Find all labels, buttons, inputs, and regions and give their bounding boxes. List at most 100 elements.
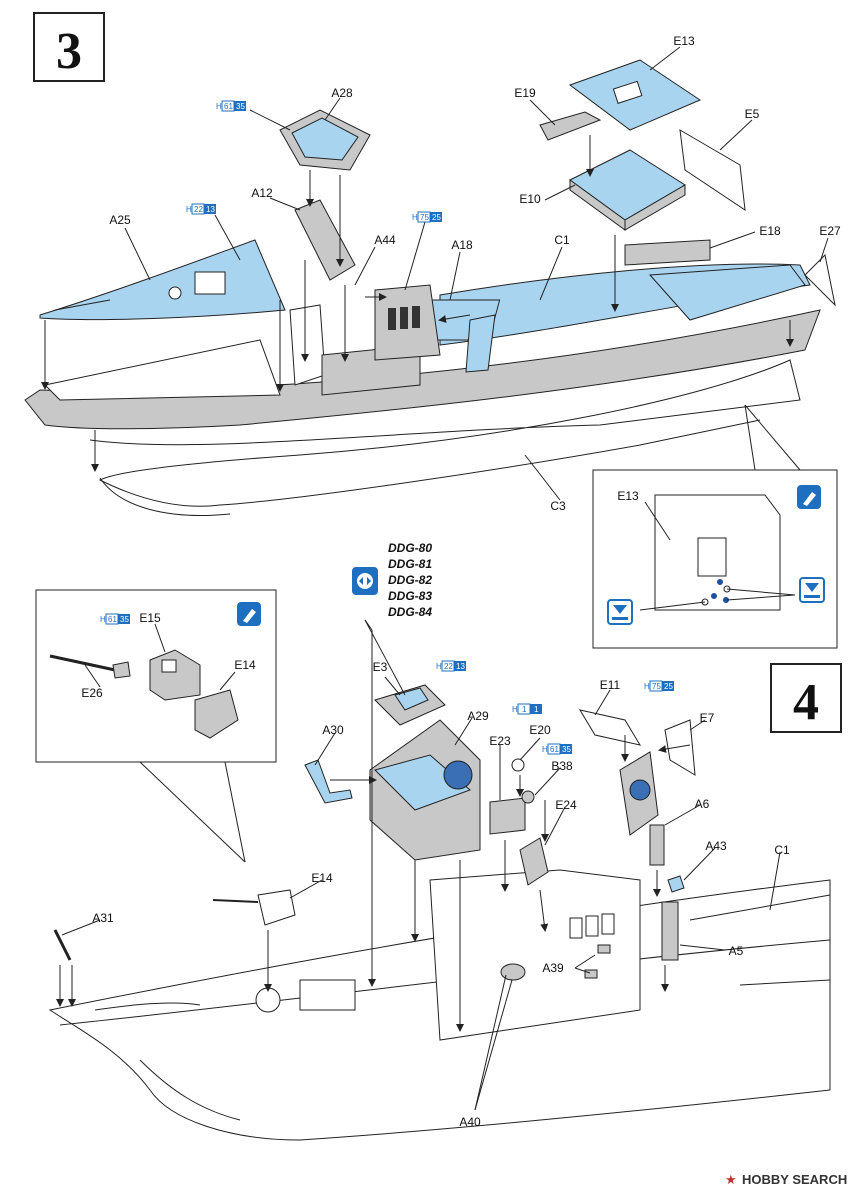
label-e19: E19 [514,86,536,100]
step-4-number: 4 [793,674,819,731]
step-4: 4 DDG-80 DDG-81 DDG-82 DDG-83 DDG-84 [35,541,842,1141]
svg-text:22: 22 [444,662,453,671]
hull-lower-c3 [89,359,801,516]
label-e14-detail: E14 [234,658,256,672]
watermark: ★ HOBBY SEARCH [725,1172,847,1187]
label-e11: E11 [600,678,621,692]
label-e27: E27 [819,224,841,238]
label-e14: E14 [311,871,333,885]
assembly-arrows-step4 [56,630,691,1032]
label-a29: A29 [467,709,489,723]
mast-parts [539,59,836,307]
svg-text:75: 75 [652,682,661,691]
ddg-variant-4: DDG-83 [388,589,432,603]
mast-parts-step4 [489,709,696,961]
label-a40: A40 [459,1115,481,1129]
paint-code-h61-35-detail: H 61 35 [100,613,130,625]
svg-text:61: 61 [550,745,559,754]
detail-box-e13: E13 [592,404,838,649]
part-a28 [279,109,371,171]
svg-text:25: 25 [664,682,673,691]
gun-and-mast [53,889,611,1013]
assembly-arrows-step3 [41,135,794,472]
paint-code-h1-1: H 1 1 [512,703,542,715]
superstructure-step4 [429,869,641,1041]
label-b38: B38 [551,759,573,773]
label-e13-detail: E13 [617,489,639,503]
svg-text:1: 1 [522,705,527,714]
part-a29 [369,684,481,861]
label-e24: E24 [555,798,577,812]
label-e13: E13 [673,34,695,48]
paint-code-h75-25-step4: H 75 25 [644,680,674,692]
part-a12 [294,199,356,281]
svg-text:H: H [216,102,222,111]
label-a44: A44 [374,233,396,247]
deck-c1-step4 [689,894,831,986]
svg-text:13: 13 [206,205,215,214]
label-e26: E26 [81,686,103,700]
label-e5: E5 [745,107,760,121]
label-e3: E3 [373,660,388,674]
label-a12: A12 [251,186,273,200]
svg-text:H: H [542,745,548,754]
glue-icon [237,602,261,626]
svg-text:75: 75 [420,213,429,222]
paint-code-h75-25-step3: H 75 25 [412,211,442,223]
svg-text:25: 25 [432,213,441,222]
label-e18: E18 [759,224,781,238]
paint-code-h22-13-step3: H 22 13 [186,203,216,215]
step-3-number: 3 [56,23,82,80]
label-a43: A43 [705,839,727,853]
paint-code-h61-35-step3: H 61 35 [216,100,246,112]
label-c1-step4: C1 [774,843,790,857]
label-a6: A6 [695,797,710,811]
label-a30: A30 [322,723,344,737]
paint-code-h61-35-step4: H 61 35 [542,743,572,755]
svg-text:61: 61 [224,102,233,111]
drill-hole-icon [799,577,825,603]
label-a25: A25 [109,213,131,227]
svg-text:61: 61 [108,615,117,624]
svg-text:1: 1 [534,705,539,714]
label-a28: A28 [331,86,353,100]
ddg-variant-icon [352,567,378,595]
svg-text:H: H [512,705,518,714]
leader-lines-step3 [124,46,829,501]
label-a18: A18 [451,238,473,252]
paint-code-h22-13-step4: H 22 13 [436,660,466,672]
drill-hole-icon [607,599,633,625]
label-a5: A5 [729,944,744,958]
label-a39: A39 [542,961,564,975]
svg-text:35: 35 [120,615,129,624]
svg-text:22: 22 [194,205,203,214]
watermark-text: HOBBY SEARCH [742,1172,847,1187]
svg-text:35: 35 [562,745,571,754]
ddg-variant-2: DDG-81 [388,557,432,571]
glue-icon [797,485,821,509]
ddg-variant-5: DDG-84 [388,605,432,619]
ddg-variant-1: DDG-80 [388,541,432,555]
label-e15: E15 [139,611,161,625]
part-a30 [304,759,353,804]
svg-text:★: ★ [725,1172,737,1187]
step-3: 3 [24,12,841,649]
forward-deck-a25 [39,239,286,321]
svg-text:13: 13 [456,662,465,671]
detail-box-gun: E15 E14 E26 H 61 35 [35,589,277,863]
svg-text:H: H [412,213,418,222]
svg-text:35: 35 [236,102,245,111]
svg-text:H: H [100,615,106,624]
label-a31: A31 [92,911,114,925]
label-c1-step3: C1 [554,233,570,247]
svg-text:H: H [186,205,192,214]
label-e7: E7 [700,711,715,725]
label-e23: E23 [489,734,511,748]
ddg-variant-3: DDG-82 [388,573,432,587]
leader-lines-step4 [61,619,781,1111]
label-e20: E20 [529,723,551,737]
svg-text:H: H [436,662,442,671]
label-e10: E10 [519,192,541,206]
label-c3: C3 [550,499,566,513]
